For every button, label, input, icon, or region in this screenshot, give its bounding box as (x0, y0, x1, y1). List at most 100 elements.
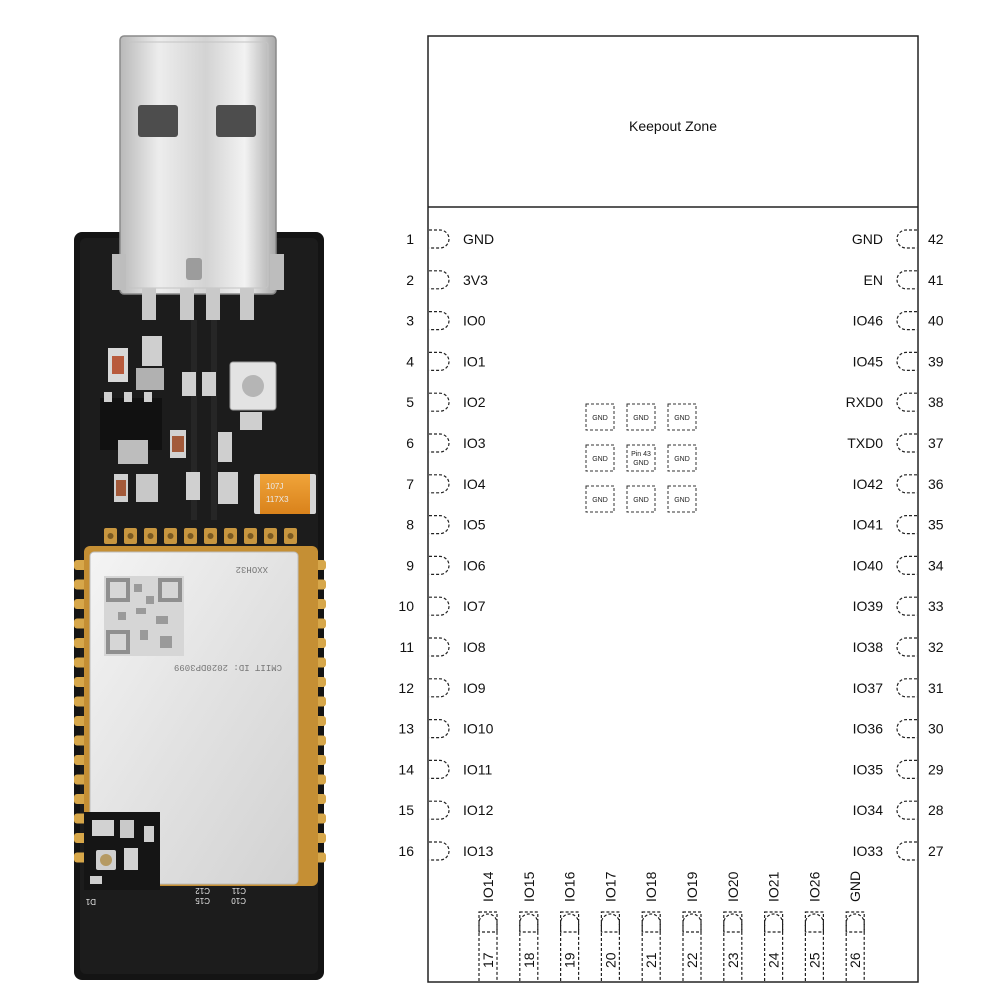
pin-pad-outline (559, 911, 580, 933)
pin-number: 36 (928, 476, 944, 492)
pad-via (107, 533, 114, 539)
smd-components (100, 336, 262, 504)
pin-name: IO11 (463, 761, 493, 777)
pin-name: IO26 (806, 871, 822, 902)
center-pad: GND (667, 403, 697, 431)
pin-name: IO8 (463, 639, 486, 655)
pin-number: 3 (406, 313, 414, 329)
pad-outline (626, 485, 656, 513)
pin-pad (478, 913, 498, 981)
silk-c10: C10 (231, 896, 246, 905)
pin-name: IO21 (766, 871, 782, 902)
top-header-pads (104, 528, 297, 544)
pin-number: 10 (398, 598, 414, 614)
pin-name: IO34 (853, 802, 884, 818)
pin-number: 15 (398, 802, 414, 818)
silk-c11: C11 (231, 886, 246, 895)
pin-number: 23 (725, 952, 741, 968)
pin-name: IO14 (480, 871, 496, 902)
pin-pad (429, 515, 450, 535)
pin-pad (896, 637, 917, 657)
pin-pad-outline (519, 911, 539, 933)
pin-number: 8 (406, 517, 414, 533)
pin-pad (764, 913, 784, 981)
pin-name: IO45 (853, 353, 884, 369)
pin-number: 26 (847, 952, 863, 968)
pin-name: IO0 (463, 313, 486, 329)
pin-number: 35 (928, 517, 944, 533)
pin-name: IO42 (853, 476, 884, 492)
silk-c12: C12 (195, 886, 210, 895)
pin-pad (804, 913, 824, 981)
pin-name: IO33 (853, 843, 884, 859)
pin-number: 4 (406, 353, 414, 369)
pad-outline (626, 403, 656, 431)
pad-via (287, 533, 294, 539)
pin-number: 38 (928, 394, 944, 410)
usb-dongle-photo: 107J 117X3 XXOH32 CMIIT ID: 2020DP3099 (74, 35, 326, 980)
pad-label: GND (592, 456, 608, 463)
pin-number: 30 (928, 721, 944, 737)
module-certification: CMIIT ID: 2020DP3099 (174, 662, 282, 672)
pin-name: IO4 (463, 476, 486, 492)
pin-number: 21 (643, 952, 659, 968)
pin-name: 3V3 (463, 272, 488, 288)
pin-name: GND (847, 871, 863, 902)
pin-name: IO6 (463, 557, 486, 573)
pin-number: 13 (398, 721, 414, 737)
pin-number: 24 (766, 952, 782, 968)
pin-pad (641, 913, 661, 981)
pin-pad (723, 913, 743, 981)
pin-pad (429, 596, 450, 616)
pad-label: GND (674, 497, 690, 504)
pin-pad (896, 433, 917, 453)
pin-pad (429, 270, 450, 290)
pin-number: 39 (928, 353, 944, 369)
pin-name: IO37 (853, 680, 884, 696)
capacitor-marking-2: 117X3 (266, 495, 289, 504)
pin-pad (896, 351, 917, 371)
pin-name: IO2 (463, 394, 486, 410)
pin-number: 25 (806, 952, 822, 968)
pin-name: IO7 (463, 598, 486, 614)
pad-via (227, 533, 234, 539)
pad-via (127, 533, 134, 539)
pin-name: IO35 (853, 761, 884, 777)
pad-via (247, 533, 254, 539)
pin-number: 1 (406, 231, 414, 247)
pin-pad (896, 555, 917, 575)
center-pad: GND (585, 444, 615, 472)
pin-pad (429, 229, 450, 249)
pin-pad-outline (845, 911, 865, 933)
pad-outline (626, 444, 656, 472)
pad-via (267, 533, 274, 539)
pin-pad-outline (763, 911, 784, 933)
pin-pad (896, 474, 917, 494)
left-pin: 13 IO10 (398, 719, 494, 739)
pad-via (167, 533, 174, 539)
qr-code (104, 576, 184, 656)
pin-number: 6 (406, 435, 414, 451)
pin-pad (429, 555, 450, 575)
pin-pad (429, 759, 450, 779)
pin-pad (429, 678, 450, 698)
pin-name: IO10 (463, 721, 494, 737)
center-pad: GND (626, 485, 656, 513)
bottom-pin: GND 26 (845, 871, 865, 981)
